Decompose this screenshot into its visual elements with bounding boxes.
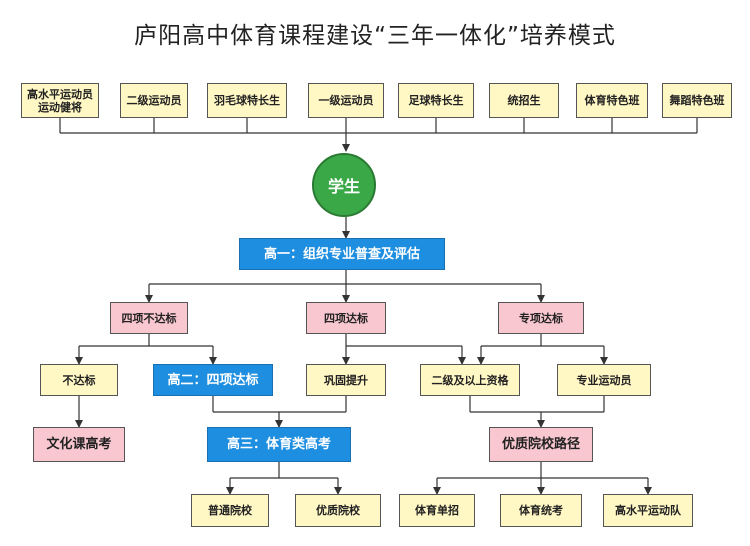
culture-exam: 文化课高考 bbox=[33, 427, 125, 462]
source-dance-class: 舞蹈特色班 bbox=[662, 83, 732, 118]
source-general-admission: 统招生 bbox=[489, 83, 559, 118]
stage1-box: 高一：组织专业普查及评估 bbox=[239, 238, 445, 270]
four-items-fail: 四项不达标 bbox=[110, 302, 188, 334]
source-level1-athlete: 一级运动员 bbox=[308, 83, 384, 118]
source-sports-class: 体育特色班 bbox=[576, 83, 648, 118]
source-badminton: 羽毛球特长生 bbox=[207, 83, 287, 118]
outcome-single-recruit: 体育单招 bbox=[399, 494, 475, 527]
outcome-high-level-team: 高水平运动队 bbox=[603, 494, 693, 527]
source-football: 足球特长生 bbox=[398, 83, 474, 118]
source-high-level-athlete: 高水平运动员运动健将 bbox=[21, 83, 99, 118]
stage3-box: 高三：体育类高考 bbox=[207, 427, 351, 462]
diagram-title: 庐阳高中体育课程建设“三年一体化”培养模式 bbox=[134, 23, 616, 49]
professional-athlete: 专业运动员 bbox=[557, 364, 651, 396]
outcome-general-college: 普通院校 bbox=[191, 494, 269, 527]
student-node: 学生 bbox=[312, 153, 376, 217]
quality-college-path: 优质院校路径 bbox=[489, 427, 593, 462]
source-level2-athlete: 二级运动员 bbox=[120, 83, 188, 118]
consolidate-improve: 巩固提升 bbox=[306, 364, 386, 396]
specialty-pass: 专项达标 bbox=[498, 302, 584, 334]
outcome-quality-college: 优质院校 bbox=[295, 494, 381, 527]
stage2-box: 高二：四项达标 bbox=[153, 364, 273, 396]
level2-qualification: 二级及以上资格 bbox=[420, 364, 520, 396]
not-passing: 不达标 bbox=[40, 364, 118, 396]
four-items-pass: 四项达标 bbox=[306, 302, 386, 334]
outcome-unified-exam: 体育统考 bbox=[500, 494, 582, 527]
